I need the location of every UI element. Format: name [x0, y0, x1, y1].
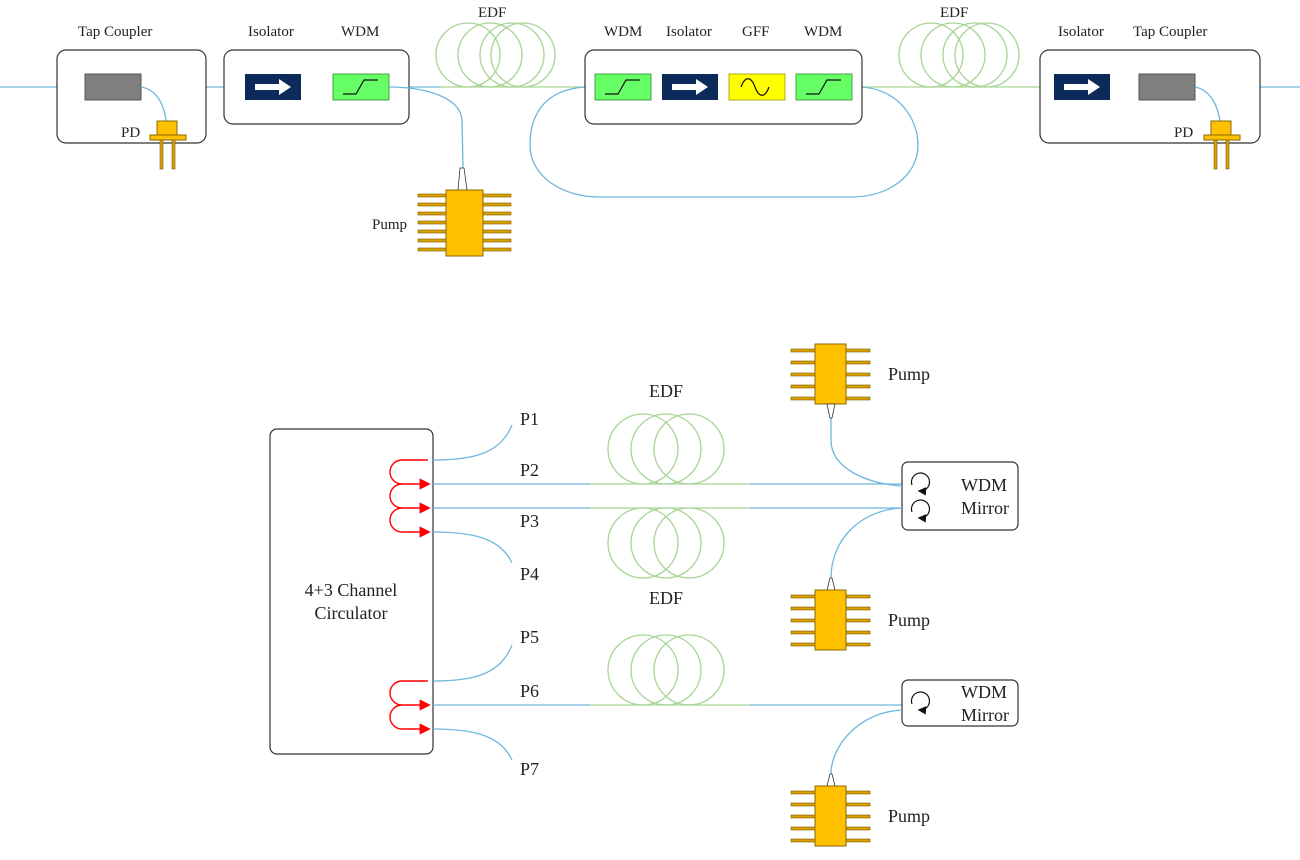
mirror-lower-line2: Mirror	[961, 705, 1009, 725]
isolator-wdm-box	[223, 49, 410, 125]
wdm-mirror-upper-box	[901, 461, 1019, 531]
circulator-ports-upper-icon	[389, 459, 431, 538]
isolator-right-label: Isolator	[1058, 24, 1104, 40]
edf-left-label: EDF	[478, 5, 506, 21]
gff-label: GFF	[742, 24, 770, 40]
wdm-mid-left-icon	[594, 73, 652, 101]
bottom-multichannel: 4+3 Channel Circulator P1 P2 P3 P4 P5	[269, 343, 1019, 847]
edf-coil-p3-icon	[607, 507, 725, 579]
pump-bottom-middle-icon	[790, 577, 871, 651]
edf-coil-p6-icon	[607, 634, 725, 706]
edf-coil-p2-icon	[607, 413, 725, 485]
circulator-label-line2: Circulator	[315, 603, 388, 623]
fiber-p4	[432, 531, 513, 564]
pump-fiber-upper	[830, 418, 903, 487]
port-p1-label: P1	[520, 409, 539, 429]
fiber-p5	[432, 644, 513, 682]
edf-coil-left-icon	[435, 22, 556, 88]
pump-bottom-middle-label: Pump	[888, 610, 930, 630]
mirror-lower-line1: WDM	[961, 682, 1007, 702]
pd-right-label: PD	[1174, 125, 1193, 141]
pump-fiber-bottom	[830, 709, 903, 775]
edf-coil-right-icon	[898, 22, 1020, 88]
isolator-right-icon	[1054, 74, 1110, 100]
fiber-p7	[432, 728, 513, 761]
wdm-mirror-lower-box	[901, 679, 1019, 727]
port-p6-label: P6	[520, 681, 539, 701]
photodiode-right-icon	[1203, 120, 1241, 170]
wdm-mid-right-icon	[795, 73, 853, 101]
circulator-label-line1: 4+3 Channel	[305, 580, 398, 600]
edf-right-label: EDF	[940, 5, 968, 21]
isolator-left-label: Isolator	[248, 24, 294, 40]
isolator-mid-icon	[662, 74, 718, 100]
top-amplifier: PD Tap Coupler Isolator WDM	[0, 5, 1300, 257]
pump-bottom-bottom-icon	[790, 773, 871, 847]
fiber-p1	[432, 424, 513, 461]
port-p4-label: P4	[520, 564, 539, 584]
pump-top-icon	[417, 167, 512, 257]
port-p5-label: P5	[520, 627, 539, 647]
port-p7-label: P7	[520, 759, 539, 779]
mirror-upper-line1: WDM	[961, 475, 1007, 495]
pump-bottom-top-icon	[790, 343, 871, 419]
photodiode-left-icon	[149, 120, 187, 170]
coupler-tap-fiber-right	[1194, 86, 1221, 123]
edf-lower-label: EDF	[649, 588, 683, 608]
pd-left-label: PD	[121, 125, 140, 141]
coupler-right-block	[1138, 73, 1196, 101]
fiber-loop	[529, 86, 919, 198]
port-p2-label: P2	[520, 460, 539, 480]
edf-upper-label: EDF	[649, 381, 683, 401]
tap-coupler-left-label: Tap Coupler	[78, 24, 152, 40]
pump-fiber-middle	[830, 507, 903, 579]
wdm-left-label: WDM	[341, 24, 379, 40]
tap-coupler-right-label: Tap Coupler	[1133, 24, 1207, 40]
port-p3-label: P3	[520, 511, 539, 531]
isolator-mid-label: Isolator	[666, 24, 712, 40]
mirror-upper-line2: Mirror	[961, 498, 1009, 518]
pump-top-label: Pump	[372, 217, 407, 233]
mirror-upper-loop-icon	[910, 472, 931, 523]
pump-fiber-top	[388, 86, 464, 169]
circulator-ports-lower-icon	[389, 680, 431, 735]
gff-icon	[728, 73, 786, 101]
mid-component-box	[584, 49, 863, 125]
wdm-left-icon	[332, 73, 390, 101]
coupler-left-block	[84, 73, 142, 101]
circulator-box	[269, 428, 434, 755]
pump-bottom-bottom-label: Pump	[888, 806, 930, 826]
pump-bottom-top-label: Pump	[888, 364, 930, 384]
mirror-lower-loop-icon	[910, 691, 931, 715]
isolator-left-icon	[245, 74, 301, 100]
wdm-mid-right-label: WDM	[804, 24, 842, 40]
wdm-mid-left-label: WDM	[604, 24, 642, 40]
